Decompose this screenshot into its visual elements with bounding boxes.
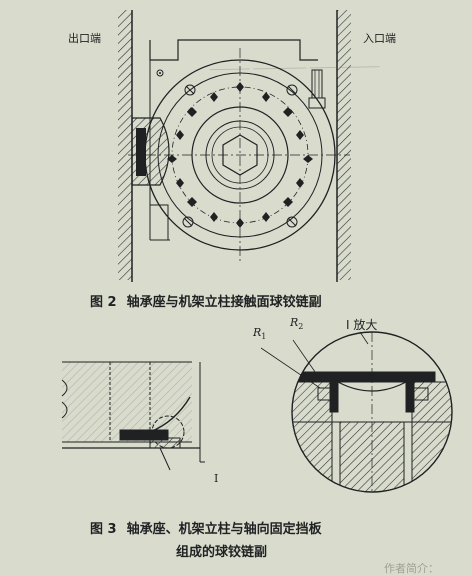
left-frame-wall	[118, 10, 132, 280]
label-inlet-end: 入口端	[363, 32, 396, 45]
figure-3-left-section	[61, 361, 205, 471]
figure-2-number: 图 2	[90, 295, 117, 310]
label-r1: R1	[253, 326, 267, 342]
outer-ring-bolts	[182, 84, 298, 228]
label-zoom-detail: I 放大	[346, 318, 378, 332]
right-frame-wall	[337, 10, 351, 280]
bolt-holes	[167, 82, 313, 228]
figure-3-drawing	[61, 331, 453, 493]
figure-3-title-line1: 轴承座、机架立柱与轴向固定挡板	[126, 522, 322, 537]
figure-2-title: 轴承座与机架立柱接触面球铰链副	[126, 295, 322, 310]
figure-3-caption-line1: 图 3 轴承座、机架立柱与轴向固定挡板	[90, 518, 322, 537]
figure-2-caption: 图 2 轴承座与机架立柱接触面球铰链副	[90, 291, 322, 310]
figure-3-number: 图 3	[90, 522, 117, 537]
label-detail-i: I	[214, 472, 219, 485]
figure-3-caption-line2: 组成的球铰链副	[176, 545, 268, 560]
figure-2-drawing	[118, 10, 351, 282]
bleed-author-note: 作者简介：	[384, 562, 439, 575]
label-outlet-end: 出口端	[68, 32, 101, 45]
label-r2: R2	[290, 316, 304, 332]
